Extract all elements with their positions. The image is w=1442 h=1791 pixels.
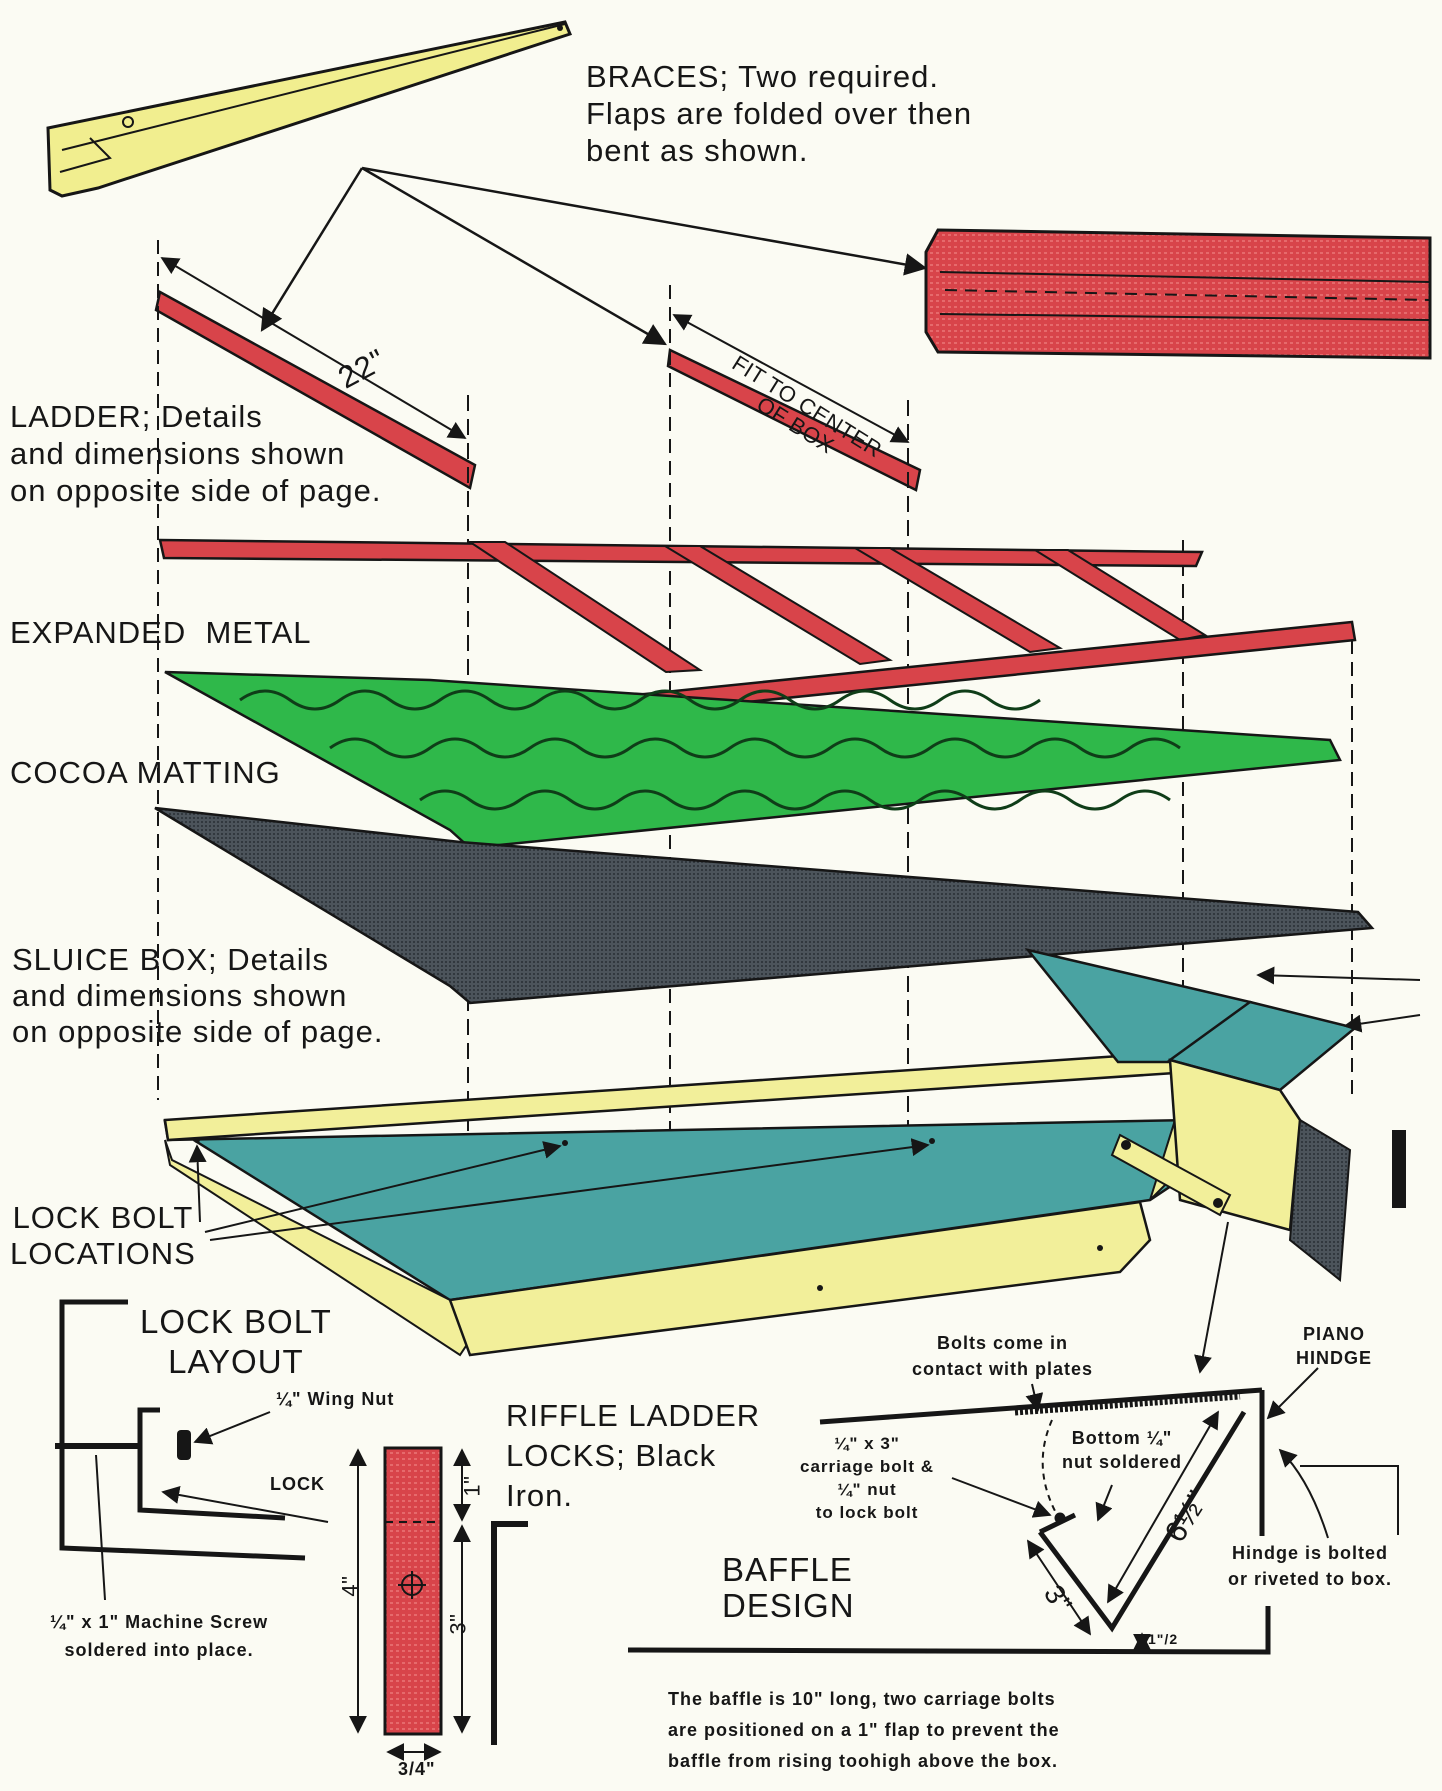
baffle-dim-half: 1"/2: [1148, 1631, 1179, 1647]
ladder-label: LADDER; Details and dimensions shown on …: [10, 398, 381, 509]
ladder-line-1: LADDER; Details: [10, 399, 263, 434]
bottom-nut-label: Bottom ¼" nut soldered: [1062, 1426, 1182, 1474]
rl-line-2: LOCKS; Black: [506, 1438, 717, 1473]
hb-line-1: Hindge is bolted: [1232, 1543, 1389, 1563]
brace-leaders: [260, 166, 928, 346]
baffle-design-drawing: [627, 1221, 1399, 1655]
braces-line-1: BRACES; Two required.: [586, 59, 939, 94]
hinge-bolted-label: Hindge is bolted or riveted to box.: [1228, 1540, 1392, 1592]
hb-line-2: or riveted to box.: [1228, 1569, 1393, 1589]
lbl-line-2: LOCATIONS: [10, 1236, 196, 1271]
cb-line-2: carriage bolt &: [800, 1457, 935, 1476]
braces-label: BRACES; Two required. Flaps are folded o…: [586, 58, 972, 169]
baffle-design-label: BAFFLE DESIGN: [722, 1552, 855, 1624]
lock-bolt-leaders: [188, 1138, 930, 1241]
cb-line-4: to lock bolt: [815, 1503, 919, 1522]
bn-note-3: baffle from rising toohigh above the box…: [668, 1751, 1059, 1771]
braces-line-2: Flaps are folded over then: [586, 96, 973, 131]
bolts-contact-label: Bolts come in contact with plates: [912, 1330, 1093, 1382]
baffle-note: The baffle is 10" long, two carriage bol…: [668, 1684, 1060, 1777]
lock-dim-3: 3": [445, 1613, 471, 1635]
rl-line-1: RIFFLE LADDER: [506, 1398, 761, 1433]
lay-line-2: LAYOUT: [168, 1343, 304, 1380]
ladder-line-3: on opposite side of page.: [10, 473, 382, 508]
bd-line-2: DESIGN: [722, 1587, 855, 1624]
cocoa-matting-label: COCOA MATTING: [10, 755, 281, 790]
ladder-line-2: and dimensions shown: [10, 436, 346, 471]
sluice-line-1: SLUICE BOX; Details: [12, 942, 330, 977]
bn-line-2: nut soldered: [1062, 1452, 1183, 1472]
ms-line-2: soldered into place.: [64, 1640, 254, 1660]
riffle-ladder-locks-label: RIFFLE LADDER LOCKS; Black Iron.: [506, 1396, 760, 1516]
bc-line-2: contact with plates: [912, 1359, 1094, 1379]
wing-nut-label: ¼" Wing Nut: [276, 1389, 395, 1409]
braces-line-3: bent as shown.: [586, 133, 809, 168]
riffle-lock-drawing: [349, 1446, 528, 1761]
bc-line-1: Bolts come in: [937, 1333, 1069, 1353]
bn-note-2: are positioned on a 1" flap to prevent t…: [668, 1720, 1060, 1740]
bd-line-1: BAFFLE: [722, 1551, 853, 1588]
machine-screw-label: ¼" x 1" Machine Screw soldered into plac…: [50, 1608, 268, 1664]
rl-line-3: Iron.: [506, 1478, 574, 1513]
sluice-line-2: and dimensions shown: [12, 978, 348, 1013]
carriage-bolt-label: ¼" x 3" carriage bolt & ¼" nut to lock b…: [800, 1432, 934, 1524]
cb-line-1: ¼" x 3": [834, 1434, 900, 1453]
lock-label: LOCK: [270, 1474, 325, 1494]
lock-bolt-layout-drawing: [55, 1299, 329, 1601]
lock-dim-width: 3/4": [398, 1759, 436, 1779]
sluice-box-label: SLUICE BOX; Details and dimensions shown…: [12, 942, 383, 1050]
cb-line-3: ¼" nut: [837, 1480, 897, 1499]
expanded-metal-label: EXPANDED METAL: [10, 615, 312, 650]
lock-bolt-layout-label: LOCK BOLT LAYOUT: [140, 1302, 332, 1382]
bn-line-1: Bottom ¼": [1071, 1428, 1173, 1448]
lbl-line-1: LOCK BOLT: [12, 1200, 194, 1235]
lock-dim-4: 4": [337, 1575, 363, 1597]
sluice-line-3: on opposite side of page.: [12, 1014, 384, 1049]
bn-note-1: The baffle is 10" long, two carriage bol…: [668, 1689, 1056, 1709]
lay-line-1: LOCK BOLT: [140, 1303, 332, 1340]
lock-bolt-locations-label: LOCK BOLT LOCATIONS: [10, 1200, 196, 1272]
piano-hinge-label: PIANO HINDGE: [1296, 1322, 1372, 1370]
lock-dim-1: 1": [459, 1475, 485, 1497]
brace-detail: [924, 228, 1432, 360]
ms-line-1: ¼" x 1" Machine Screw: [50, 1612, 269, 1632]
baffle-part: [1024, 947, 1421, 1282]
ph-line-1: PIANO: [1303, 1324, 1366, 1344]
expanded-metal: [164, 670, 1342, 850]
ph-line-2: HINDGE: [1296, 1348, 1373, 1368]
brace-part: [46, 20, 573, 198]
cocoa-matting: [154, 806, 1375, 1005]
